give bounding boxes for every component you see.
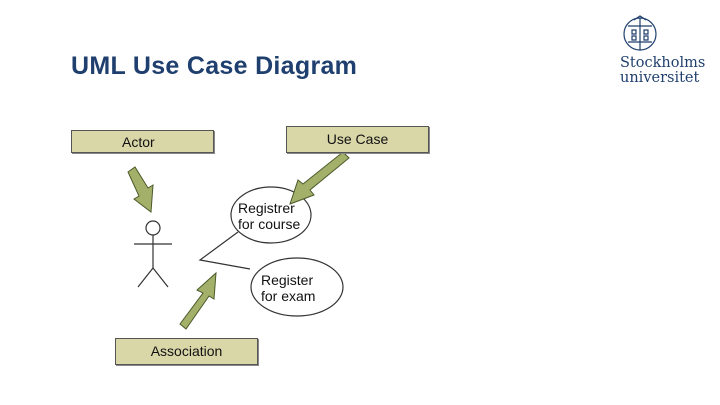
arrow-association xyxy=(179,271,217,330)
use-case-exam-line2: for exam xyxy=(261,288,316,304)
use-case-label: Use Case xyxy=(286,126,429,153)
association-line xyxy=(198,231,251,270)
wordmark-line2: universitet xyxy=(620,70,700,86)
actor-stick-figure xyxy=(134,220,172,288)
use-case-course-line1: Registrer xyxy=(238,200,295,216)
use-case-course-line2: for course xyxy=(238,216,301,232)
arrow-actor xyxy=(127,166,154,213)
university-seal-icon xyxy=(623,15,657,51)
arrow-use-case xyxy=(289,151,350,205)
actor-label: Actor xyxy=(71,130,214,153)
use-case-ellipse-exam xyxy=(250,257,344,317)
use-case-exam-line1: Register xyxy=(261,272,314,288)
use-case-exam-text: Register for exam xyxy=(261,272,315,304)
university-wordmark: Stockholms universitet xyxy=(620,55,706,86)
association-label: Association xyxy=(115,338,258,365)
slide-title: UML Use Case Diagram xyxy=(71,52,358,80)
wordmark-line1: Stockholms xyxy=(620,55,706,71)
use-case-course-text: Registrer for course xyxy=(238,200,300,232)
